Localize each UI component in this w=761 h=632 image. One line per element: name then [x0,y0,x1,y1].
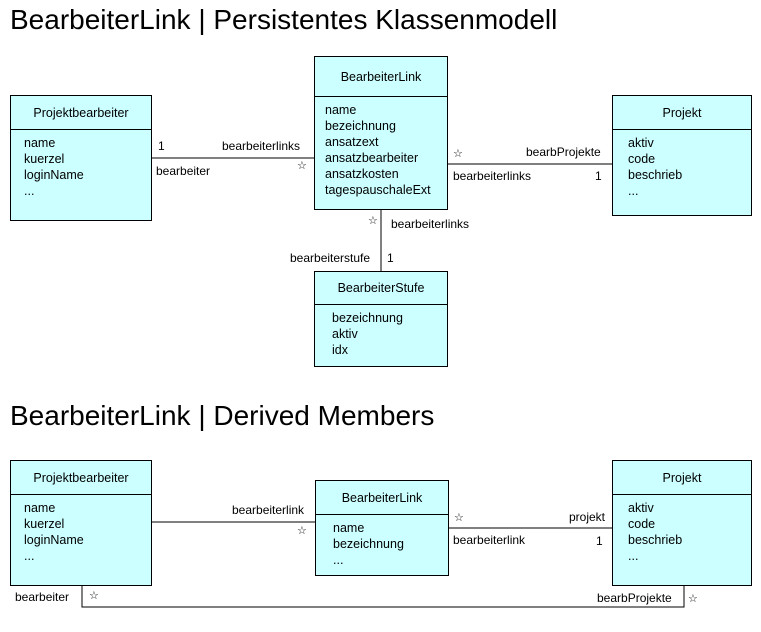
attribute: loginName [24,533,84,547]
attribute: idx [332,343,348,357]
attribute: beschrieb [628,533,683,547]
class-name: BearbeiterLink [315,57,447,97]
class-name: Projekt [613,461,751,495]
attribute: tagespauschaleExt [325,183,431,197]
class-name: Projektbearbeiter [11,96,151,130]
attribute: loginName [24,168,84,182]
multiplicity-star: ☆ [297,525,307,537]
class-name: BearbeiterStufe [315,272,447,305]
section1-title: BearbeiterLink | Persistentes Klassenmod… [10,4,558,35]
attribute: name [24,136,56,150]
role-label: bearbeiterlink [232,503,305,517]
multiplicity-star: ☆ [453,148,463,160]
multiplicity-label: 1 [595,169,602,183]
attribute: name [24,501,56,515]
attribute: aktiv [628,501,654,515]
role-label: bearbProjekte [526,145,601,159]
multiplicity-star: ☆ [89,590,99,602]
multiplicity-star: ☆ [688,593,698,605]
attribute: bezeichnung [333,537,404,551]
multiplicity-star: ☆ [368,215,378,227]
role-label: bearbeiterstufe [290,251,371,265]
attribute: aktiv [628,136,654,150]
multiplicity-label: 1 [158,139,165,153]
attribute: kuerzel [24,152,65,166]
attribute: ansatzkosten [325,167,399,181]
attribute: ... [628,184,639,198]
role-label: bearbeiterlinks [453,169,532,183]
attribute: name [333,521,365,535]
role-label: bearbeiter [15,590,70,604]
attribute: ... [24,549,35,563]
multiplicity-label: 1 [596,534,603,548]
class-bearbeiterlink[interactable]: BearbeiterLink name bezeichnung ... [315,480,449,576]
multiplicity-star: ☆ [297,160,307,172]
attribute: bezeichnung [325,119,396,133]
role-label: bearbeiterlink [453,533,526,547]
attribute: code [628,517,656,531]
class-name: Projekt [613,96,751,130]
class-name: Projektbearbeiter [11,461,151,495]
attribute: code [628,152,656,166]
class-projekt[interactable]: Projekt aktiv code beschrieb ... [612,95,752,216]
attribute: kuerzel [24,517,65,531]
attribute: name [325,103,357,117]
class-projektbearbeiter[interactable]: Projektbearbeiter name kuerzel loginName… [10,460,152,586]
role-label: bearbProjekte [597,591,672,605]
section2-title: BearbeiterLink | Derived Members [10,400,435,431]
attribute: beschrieb [628,168,683,182]
role-label: projekt [569,510,606,524]
attribute: ansatzbearbeiter [325,151,419,165]
role-label: bearbeiter [156,164,211,178]
attribute: ... [333,553,344,567]
multiplicity-label: 1 [387,251,394,265]
role-label: bearbeiterlinks [391,217,470,231]
class-bearbeiterstufe[interactable]: BearbeiterStufe bezeichnung aktiv idx [314,271,448,367]
multiplicity-star: ☆ [454,512,464,524]
class-bearbeiterlink[interactable]: BearbeiterLink name bezeichnung ansatzex… [314,56,448,210]
attribute: ... [24,184,35,198]
class-projektbearbeiter[interactable]: Projektbearbeiter name kuerzel loginName… [10,95,152,221]
role-label: bearbeiterlinks [222,139,301,153]
attribute: ansatzext [325,135,379,149]
class-projekt[interactable]: Projekt aktiv code beschrieb ... [612,460,752,586]
attribute: bezeichnung [332,311,403,325]
attribute: aktiv [332,327,358,341]
class-name: BearbeiterLink [316,481,448,515]
attribute: ... [628,549,639,563]
